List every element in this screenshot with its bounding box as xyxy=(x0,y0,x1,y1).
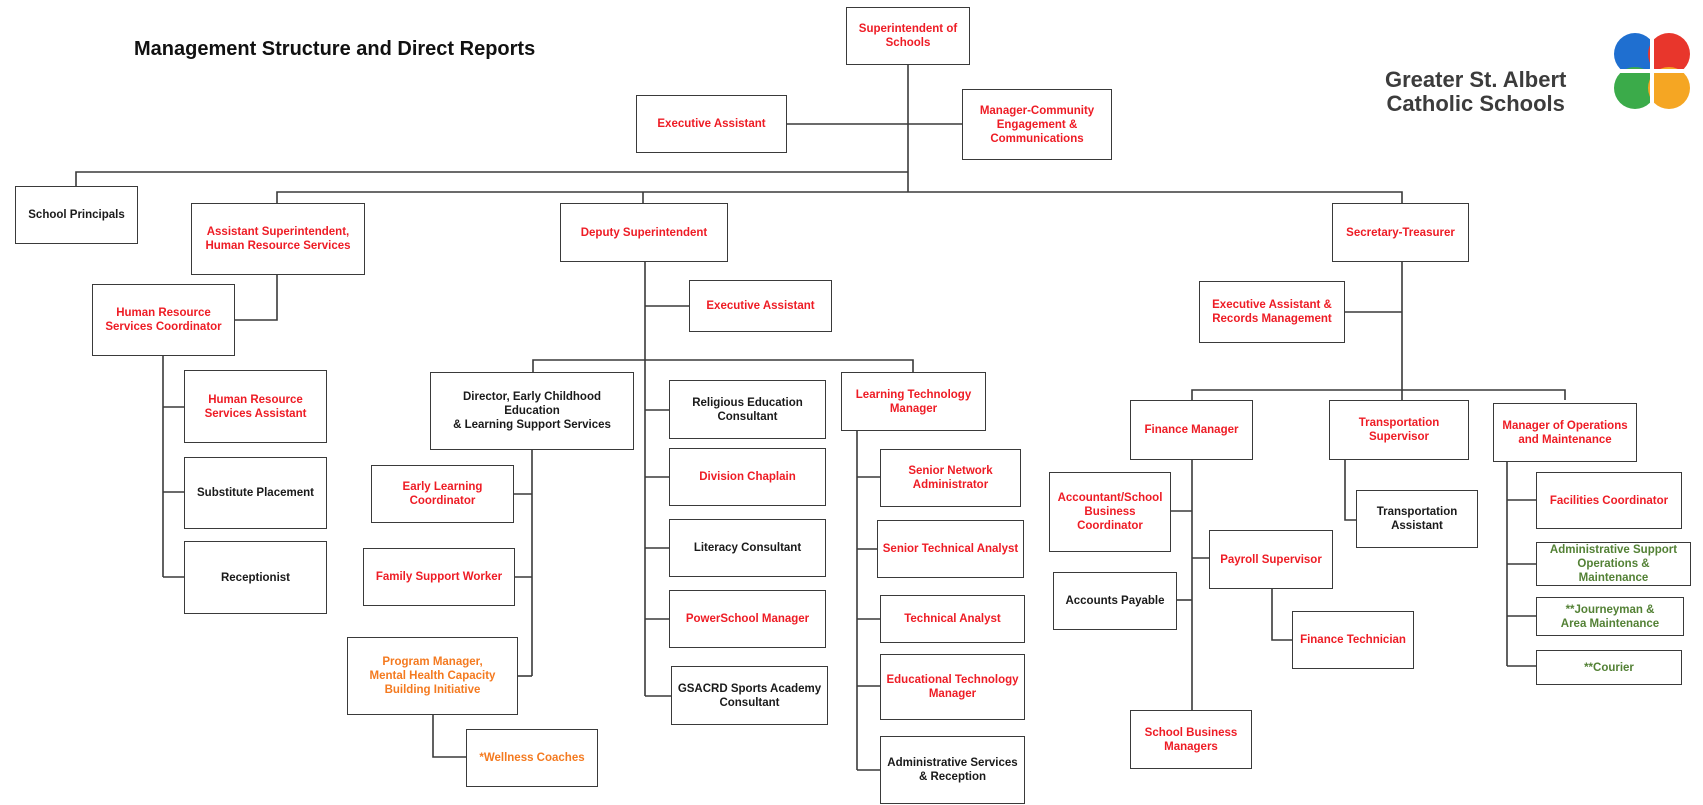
box-payroll-supervisor[interactable]: Payroll Supervisor xyxy=(1209,530,1333,589)
box-senior-network-administrator[interactable]: Senior Network Administrator xyxy=(880,449,1021,507)
box-gsacrd-sports-academy[interactable]: GSACRD Sports Academy Consultant xyxy=(671,666,828,725)
box-program-manager-mental-health[interactable]: Program Manager, Mental Health Capacity … xyxy=(347,637,518,715)
logo-text: Greater St. Albert Catholic Schools xyxy=(1385,67,1567,116)
box-journeyman-area-maintenance[interactable]: **Journeyman & Area Maintenance xyxy=(1536,597,1684,636)
box-manager-operations-maintenance[interactable]: Manager of Operations and Maintenance xyxy=(1493,403,1637,462)
box-learning-technology-manager[interactable]: Learning Technology Manager xyxy=(841,372,986,431)
page-title: Management Structure and Direct Reports xyxy=(134,38,536,60)
box-receptionist[interactable]: Receptionist xyxy=(184,541,327,614)
box-substitute-placement[interactable]: Substitute Placement xyxy=(184,457,327,529)
box-family-support-worker[interactable]: Family Support Worker xyxy=(363,548,515,606)
box-school-business-managers[interactable]: School Business Managers xyxy=(1130,710,1252,769)
logo: Greater St. Albert Catholic Schools xyxy=(1385,30,1695,125)
box-accounts-payable[interactable]: Accounts Payable xyxy=(1053,572,1177,630)
box-finance-manager[interactable]: Finance Manager xyxy=(1130,400,1253,460)
box-early-learning-coordinator[interactable]: Early Learning Coordinator xyxy=(371,465,514,523)
box-accountant-school-business-coordinator[interactable]: Accountant/School Business Coordinator xyxy=(1049,472,1171,552)
box-senior-technical-analyst[interactable]: Senior Technical Analyst xyxy=(877,520,1024,578)
box-assistant-superintendent-hr[interactable]: Assistant Superintendent, Human Resource… xyxy=(191,203,365,275)
box-courier[interactable]: **Courier xyxy=(1536,650,1682,685)
box-division-chaplain[interactable]: Division Chaplain xyxy=(669,448,826,506)
box-executive-assistant-deputy[interactable]: Executive Assistant xyxy=(689,280,832,332)
box-powerschool-manager[interactable]: PowerSchool Manager xyxy=(669,590,826,648)
box-educational-technology-manager[interactable]: Educational Technology Manager xyxy=(880,654,1025,720)
box-director-early-childhood[interactable]: Director, Early Childhood Education & Le… xyxy=(430,372,634,450)
box-administrative-services-reception[interactable]: Administrative Services & Reception xyxy=(880,736,1025,804)
box-hr-services-coordinator[interactable]: Human Resource Services Coordinator xyxy=(92,284,235,356)
box-wellness-coaches[interactable]: *Wellness Coaches xyxy=(466,729,598,787)
box-secretary-treasurer[interactable]: Secretary-Treasurer xyxy=(1332,203,1469,262)
box-executive-assistant-records[interactable]: Executive Assistant & Records Management xyxy=(1199,281,1345,343)
petal-logo-icon xyxy=(1614,33,1690,109)
box-transportation-assistant[interactable]: Transportation Assistant xyxy=(1356,490,1478,548)
box-admin-support-operations[interactable]: Administrative Support Operations & Main… xyxy=(1536,542,1691,586)
box-school-principals[interactable]: School Principals xyxy=(15,186,138,244)
box-hr-services-assistant[interactable]: Human Resource Services Assistant xyxy=(184,370,327,443)
box-superintendent[interactable]: Superintendent of Schools xyxy=(846,7,970,65)
box-religious-education-consultant[interactable]: Religious Education Consultant xyxy=(669,380,826,439)
box-technical-analyst[interactable]: Technical Analyst xyxy=(880,595,1025,643)
box-literacy-consultant[interactable]: Literacy Consultant xyxy=(669,519,826,577)
box-manager-community-engagement[interactable]: Manager-Community Engagement & Communica… xyxy=(962,89,1112,160)
box-executive-assistant-superintendent[interactable]: Executive Assistant xyxy=(636,95,787,153)
box-deputy-superintendent[interactable]: Deputy Superintendent xyxy=(560,203,728,262)
box-transportation-supervisor[interactable]: Transportation Supervisor xyxy=(1329,400,1469,460)
box-facilities-coordinator[interactable]: Facilities Coordinator xyxy=(1536,472,1682,529)
box-finance-technician[interactable]: Finance Technician xyxy=(1292,611,1414,669)
